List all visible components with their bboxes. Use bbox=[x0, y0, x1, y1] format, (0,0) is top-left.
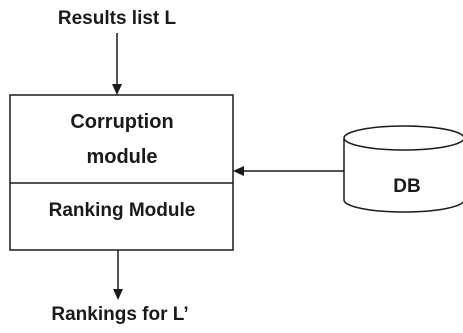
ranking-module-label: Ranking Module bbox=[49, 200, 196, 221]
output-label: Rankings for L’ bbox=[51, 304, 188, 325]
input-label: Results list L bbox=[58, 8, 177, 29]
corruption-module-label-line2: module bbox=[86, 146, 157, 168]
corruption-module: Corruption module bbox=[70, 111, 173, 168]
module-box bbox=[9, 94, 234, 251]
corruption-module-label-line1: Corruption bbox=[70, 111, 173, 133]
output-arrow bbox=[113, 250, 123, 300]
db-to-module-arrow bbox=[233, 166, 344, 176]
database-label: DB bbox=[393, 176, 420, 197]
input-arrow bbox=[112, 33, 122, 95]
database-cylinder-icon bbox=[343, 125, 463, 213]
